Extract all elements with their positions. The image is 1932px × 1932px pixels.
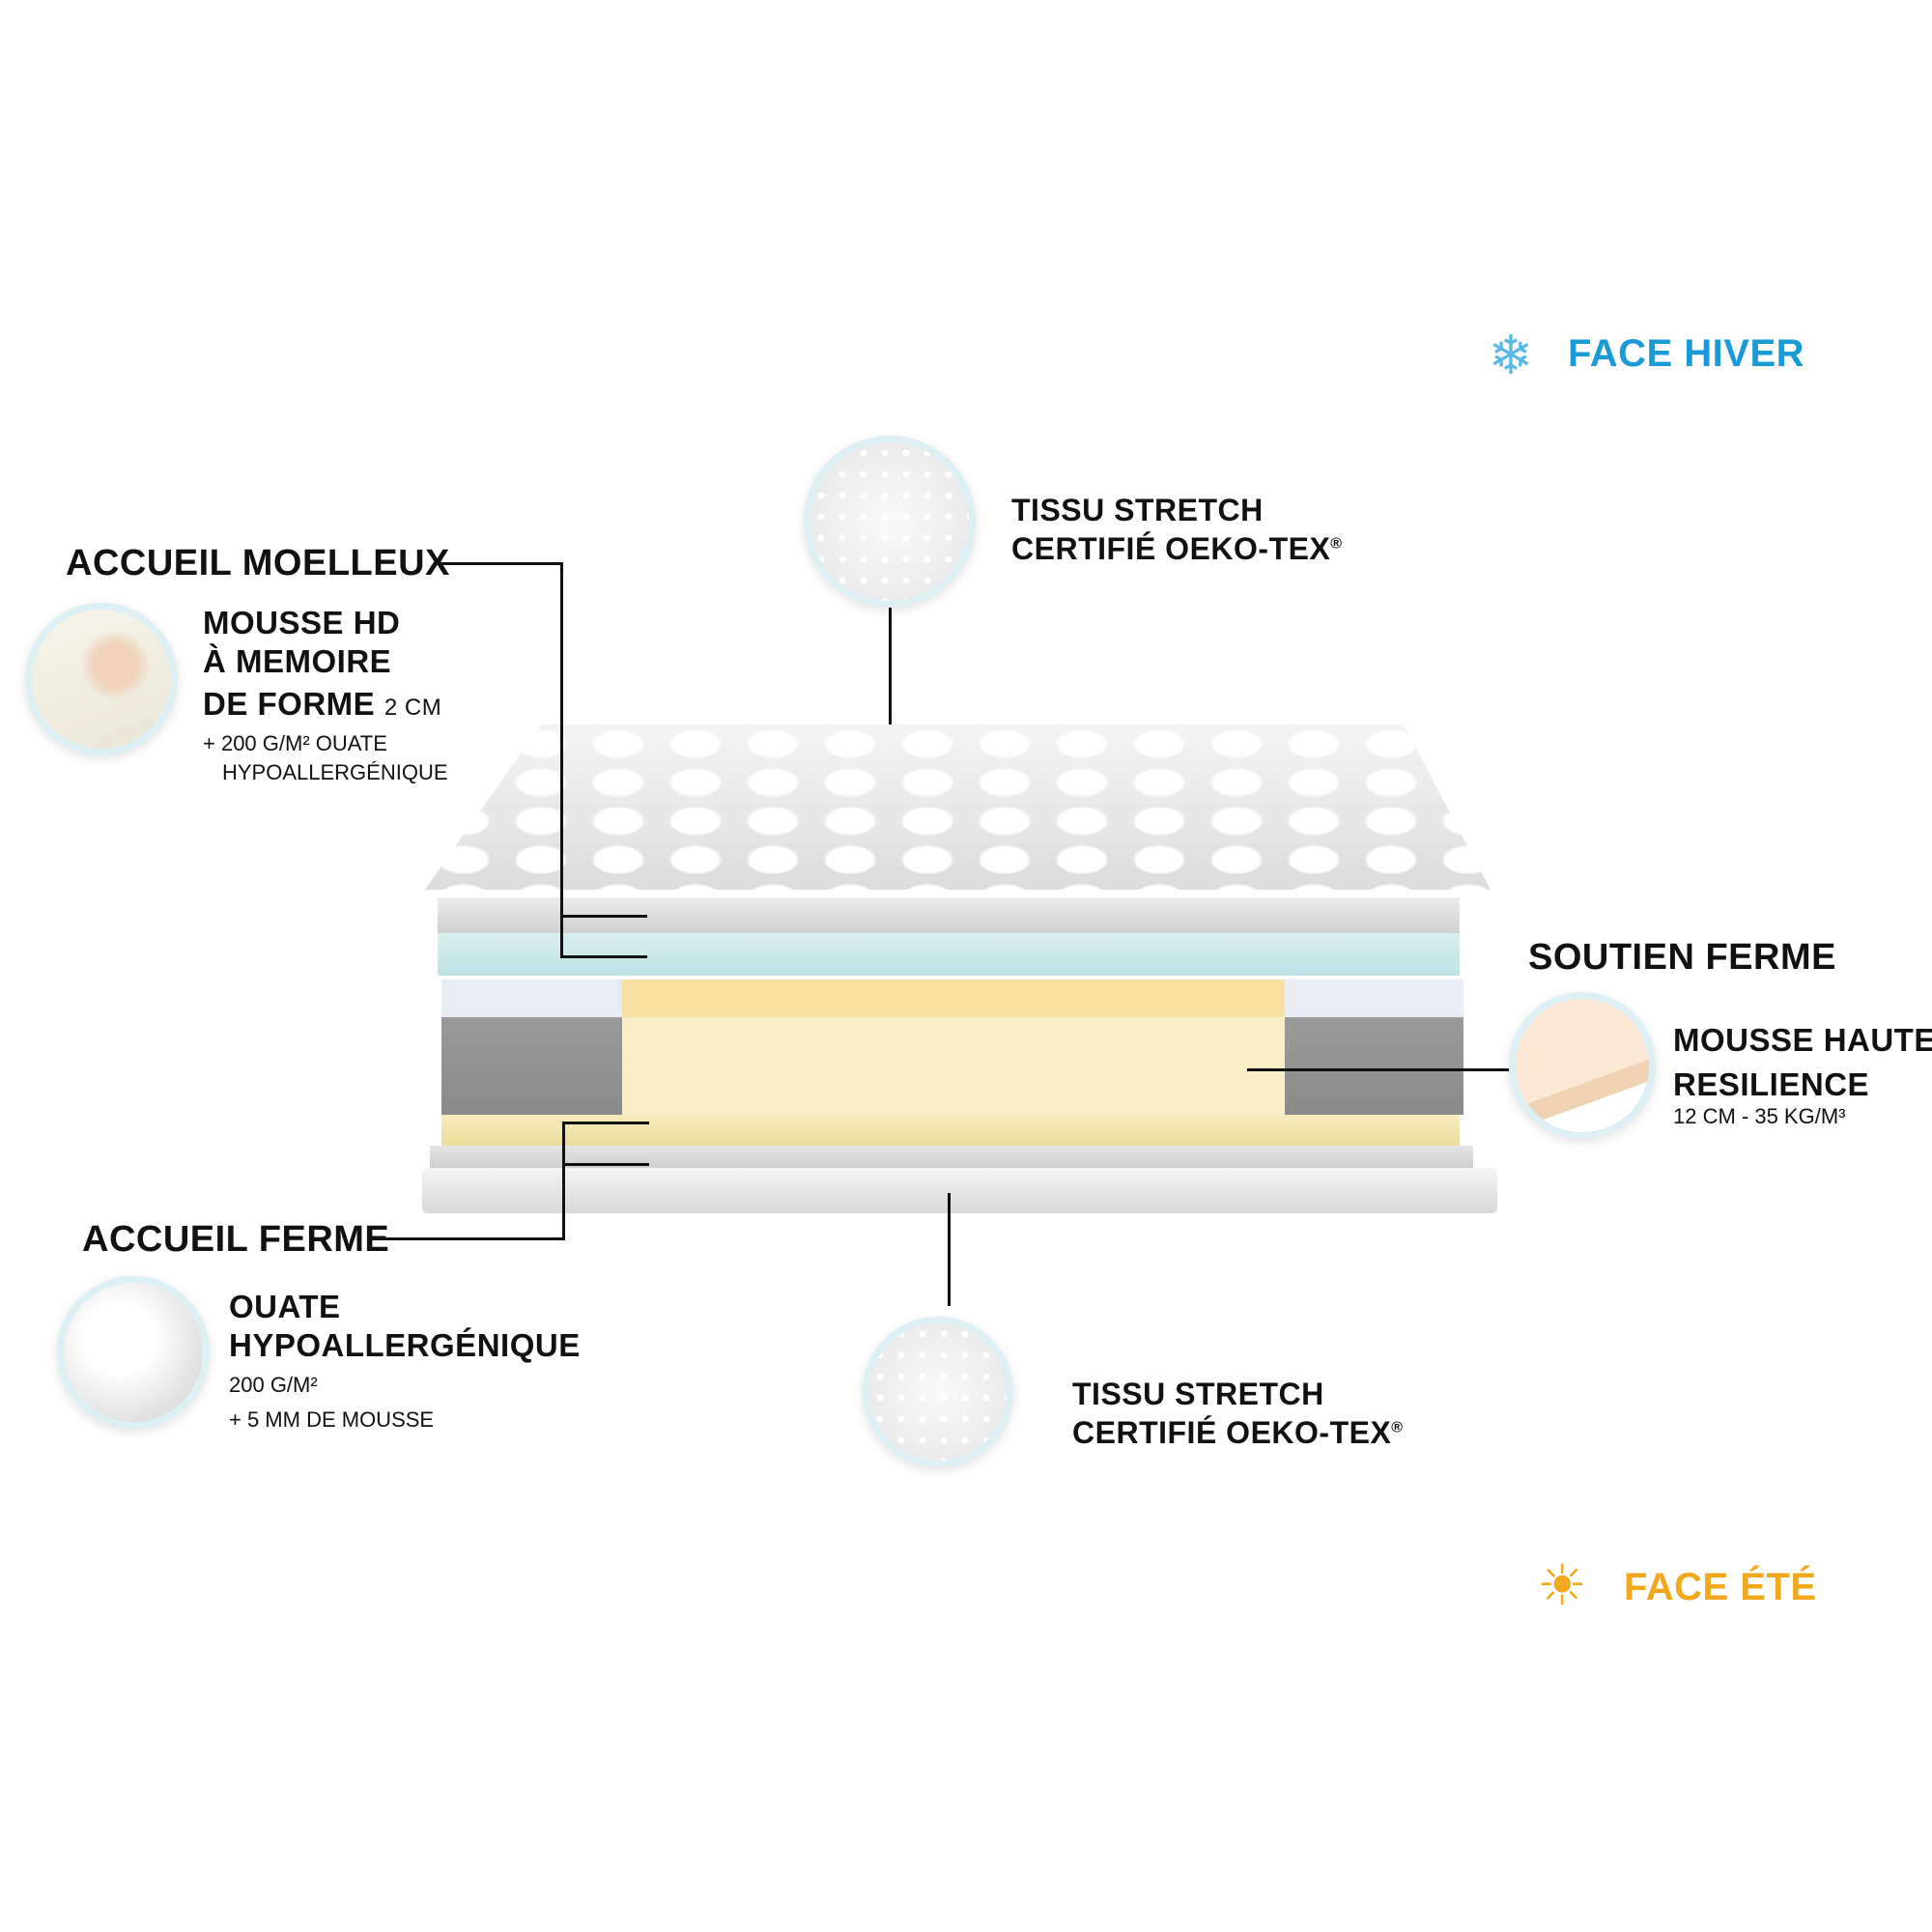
moelleux-line2: À MEMOIRE xyxy=(203,643,392,679)
cotton-wadding-image xyxy=(57,1276,210,1429)
moelleux-line1: MOUSSE HD xyxy=(203,605,401,640)
top-fabric-line1: TISSU STRETCH xyxy=(1011,493,1264,527)
ferme-line1: OUATE xyxy=(229,1289,341,1324)
ferme-line2: HYPOALLERGÉNIQUE xyxy=(229,1327,581,1363)
moelleux-detail1: + 200 G/M² OUATE xyxy=(203,731,387,755)
ferme-detail2: + 5 MM DE MOUSSE xyxy=(229,1407,435,1432)
soutien-line1: MOUSSE HAUTE xyxy=(1673,1022,1932,1058)
soutien-line2: RESILIENCE xyxy=(1673,1066,1870,1102)
top-fabric-image xyxy=(804,436,976,608)
soutien-detail: 12 CM - 35 KG/M³ xyxy=(1673,1104,1846,1128)
face-ete-label: FACE ÉTÉ xyxy=(1624,1566,1817,1608)
ferme-leader-h xyxy=(370,1237,565,1240)
bottom-fabric-line1: TISSU STRETCH xyxy=(1072,1377,1324,1411)
hr-foam-core xyxy=(622,980,1285,1115)
memory-foam-layer xyxy=(438,933,1460,976)
soutien-ferme-title: SOUTIEN FERME xyxy=(1528,937,1836,978)
moelleux-line3: DE FORME 2 CM xyxy=(203,686,442,722)
memory-foam-hand-image xyxy=(25,603,178,755)
moelleux-leader-b xyxy=(560,955,647,958)
ferme-leader-a xyxy=(562,1122,649,1124)
sun-icon: ☀ xyxy=(1537,1554,1587,1617)
accueil-moelleux-title: ACCUEIL MOELLEUX xyxy=(66,543,450,583)
moelleux-detail2: HYPOALLERGÉNIQUE xyxy=(222,760,448,784)
face-hiver-label: FACE HIVER xyxy=(1568,332,1805,375)
soutien-leader xyxy=(1247,1068,1509,1071)
top-quilted-layer xyxy=(425,724,1491,890)
accueil-ferme-title: ACCUEIL FERME xyxy=(82,1219,390,1260)
bottom-quilted-layer xyxy=(422,1168,1497,1213)
bottom-fabric-leader xyxy=(948,1193,951,1306)
top-fabric-leader xyxy=(889,608,892,729)
bottom-fabric-image xyxy=(863,1317,1013,1467)
ferme-leader-b xyxy=(562,1163,649,1166)
snowflake-icon: ❄ xyxy=(1488,325,1534,385)
bottom-fabric-line2: CERTIFIÉ OEKO-TEX® xyxy=(1072,1415,1404,1450)
moelleux-leader-v xyxy=(560,562,563,958)
hr-foam-block-image xyxy=(1509,992,1656,1139)
top-fabric-line2: CERTIFIÉ OEKO-TEX® xyxy=(1011,531,1343,566)
ferme-leader-v xyxy=(562,1122,565,1240)
ferme-detail1: 200 G/M² xyxy=(229,1373,318,1397)
moelleux-leader-h xyxy=(440,562,562,565)
side-panel-right xyxy=(1285,980,1463,1115)
side-panel-left xyxy=(441,980,622,1115)
ouate-layer xyxy=(441,1115,1460,1146)
moelleux-leader-a xyxy=(560,915,647,918)
bottom-grey-layer xyxy=(430,1146,1473,1168)
